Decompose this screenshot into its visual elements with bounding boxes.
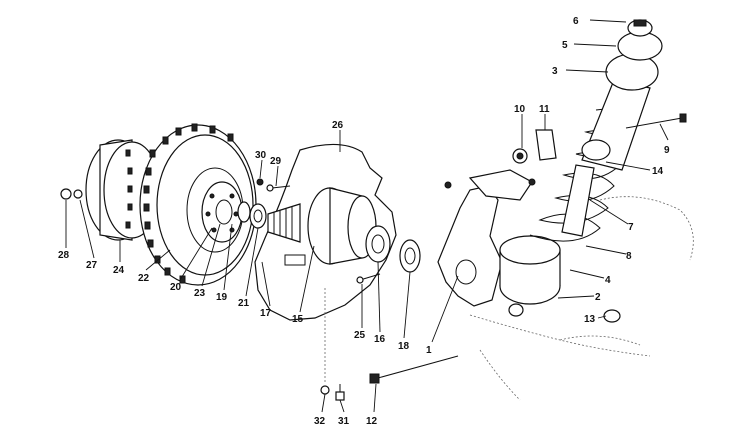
long-bolt bbox=[369, 355, 459, 384]
hub-flange bbox=[201, 181, 243, 243]
part-labels: 6 5 3 10 11 9 14 7 8 4 2 13 1 18 16 25 1… bbox=[58, 16, 670, 427]
wheel-hub-drum bbox=[85, 139, 161, 241]
seal-ring bbox=[399, 239, 421, 273]
label-21: 21 bbox=[238, 298, 250, 309]
label-3: 3 bbox=[552, 66, 558, 77]
wheel-bearings bbox=[237, 201, 267, 229]
shock-absorber bbox=[561, 19, 663, 237]
label-14: 14 bbox=[652, 166, 664, 177]
label-6: 6 bbox=[573, 16, 579, 27]
label-28: 28 bbox=[58, 250, 70, 261]
label-20: 20 bbox=[170, 282, 182, 293]
label-11: 11 bbox=[539, 104, 550, 115]
bushes bbox=[512, 129, 621, 323]
label-29: 29 bbox=[270, 156, 282, 167]
lower-mounting bbox=[499, 235, 561, 317]
label-19: 19 bbox=[216, 292, 228, 303]
label-4: 4 bbox=[605, 275, 611, 286]
chassis-outline bbox=[469, 196, 694, 401]
label-31: 31 bbox=[338, 416, 350, 427]
leader-lines bbox=[65, 19, 669, 413]
coil-spring bbox=[529, 108, 633, 242]
label-10: 10 bbox=[514, 104, 526, 115]
label-8: 8 bbox=[626, 251, 632, 262]
upright-knuckle bbox=[437, 169, 536, 307]
label-1: 1 bbox=[426, 345, 432, 356]
label-27: 27 bbox=[86, 260, 98, 271]
label-7: 7 bbox=[628, 222, 634, 233]
label-25: 25 bbox=[354, 330, 366, 341]
label-5: 5 bbox=[562, 40, 568, 51]
label-32: 32 bbox=[314, 416, 326, 427]
label-2: 2 bbox=[595, 292, 601, 303]
label-17: 17 bbox=[260, 308, 272, 319]
label-22: 22 bbox=[138, 273, 150, 284]
label-12: 12 bbox=[366, 416, 378, 427]
axle-nut-washer bbox=[60, 188, 83, 200]
label-30: 30 bbox=[255, 150, 267, 161]
stub-axle-hub bbox=[267, 187, 391, 265]
upper-mount-bolt bbox=[625, 113, 687, 129]
label-16: 16 bbox=[374, 334, 386, 345]
label-9: 9 bbox=[664, 145, 670, 156]
label-24: 24 bbox=[113, 265, 125, 276]
label-18: 18 bbox=[398, 341, 410, 352]
label-23: 23 bbox=[194, 288, 206, 299]
label-15: 15 bbox=[292, 314, 304, 325]
label-13: 13 bbox=[584, 314, 596, 325]
label-26: 26 bbox=[332, 120, 344, 131]
